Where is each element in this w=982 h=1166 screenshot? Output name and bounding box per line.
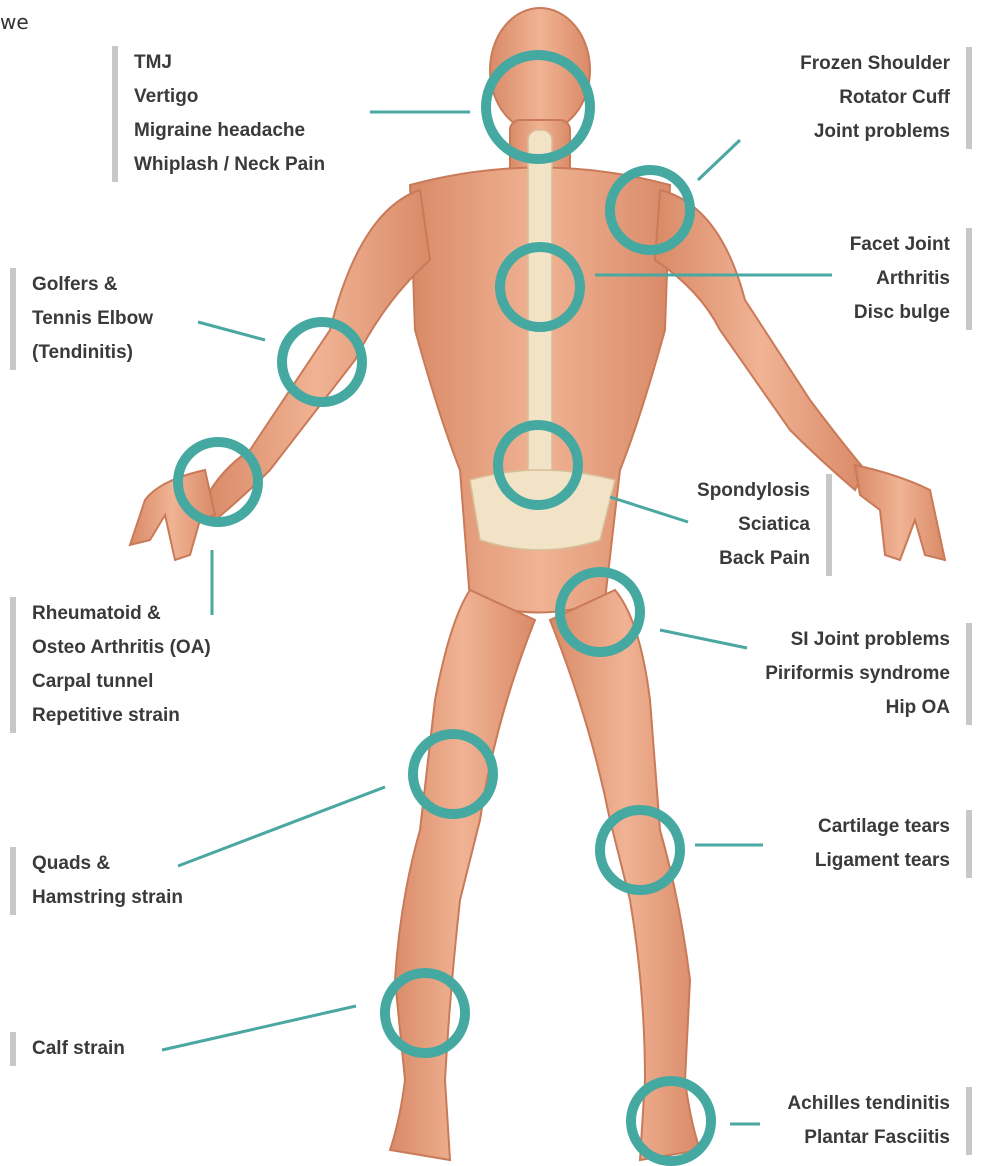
pelvis-shape [470,470,615,550]
connector-elbow [198,322,265,340]
group-bar [966,228,972,330]
label-tennis-elbow: Tennis Elbow [32,302,153,336]
right-leg-shape [550,590,700,1160]
label-calf-strain: Calf strain [32,1032,125,1066]
label-rotator-cuff: Rotator Cuff [800,81,950,115]
label-group-knee: Cartilage tears Ligament tears [815,810,972,878]
label-ligament-tears: Ligament tears [815,844,950,878]
label-carpal-tunnel: Carpal tunnel [32,665,211,699]
label-osteo-arthritis: Osteo Arthritis (OA) [32,631,211,665]
label-quads: Quads & [32,847,183,881]
label-golfers: Golfers & [32,268,153,302]
label-achilles: Achilles tendinitis [787,1087,950,1121]
label-si-joint: SI Joint problems [765,623,950,657]
label-group-lower-back: Spondylosis Sciatica Back Pain [697,474,832,576]
right-hand-shape [855,465,945,560]
label-back-pain: Back Pain [697,542,810,576]
label-cartilage-tears: Cartilage tears [815,810,950,844]
group-bar [10,597,16,733]
group-bar [966,1087,972,1155]
label-piriformis: Piriformis syndrome [765,657,950,691]
label-vertigo: Vertigo [134,80,325,114]
label-facet-joint: Facet Joint [850,228,950,262]
left-leg-shape [390,590,535,1160]
label-frozen-shoulder: Frozen Shoulder [800,47,950,81]
group-bar [10,1032,16,1066]
corner-text-fragment: we [0,10,29,34]
label-group-hip: SI Joint problems Piriformis syndrome Hi… [765,623,972,725]
label-sciatica: Sciatica [697,508,810,542]
label-rheumatoid: Rheumatoid & [32,597,211,631]
group-bar [10,268,16,370]
group-bar [112,46,118,182]
group-bar [966,623,972,725]
label-hip-oa: Hip OA [765,691,950,725]
group-bar [966,47,972,149]
label-hamstring-strain: Hamstring strain [32,881,183,915]
label-arthritis: Arthritis [850,262,950,296]
connector-thigh [178,787,385,866]
label-group-thigh: Quads & Hamstring strain [10,847,183,915]
left-arm-shape [205,190,430,520]
group-bar [826,474,832,576]
label-migraine: Migraine headache [134,114,325,148]
label-plantar-fasciitis: Plantar Fasciitis [787,1121,950,1155]
label-group-shoulder: Frozen Shoulder Rotator Cuff Joint probl… [800,47,972,149]
connector-lower-back [610,497,688,522]
label-group-ankle: Achilles tendinitis Plantar Fasciitis [787,1087,972,1155]
connector-calf [162,1006,356,1050]
label-group-wrist: Rheumatoid & Osteo Arthritis (OA) Carpal… [10,597,211,733]
connector-shoulder [698,140,740,180]
label-repetitive-strain: Repetitive strain [32,699,211,733]
label-tendinitis: (Tendinitis) [32,336,153,370]
group-bar [966,810,972,878]
label-disc-bulge: Disc bulge [850,296,950,330]
label-tmj: TMJ [134,46,325,80]
group-bar [10,847,16,915]
label-group-elbow: Golfers & Tennis Elbow (Tendinitis) [10,268,153,370]
label-whiplash: Whiplash / Neck Pain [134,148,325,182]
label-group-calf: Calf strain [10,1032,125,1066]
label-group-upper-back: Facet Joint Arthritis Disc bulge [850,228,972,330]
label-joint-problems: Joint problems [800,115,950,149]
connector-hip [660,630,747,648]
label-group-head: TMJ Vertigo Migraine headache Whiplash /… [112,46,325,182]
label-spondylosis: Spondylosis [697,474,810,508]
